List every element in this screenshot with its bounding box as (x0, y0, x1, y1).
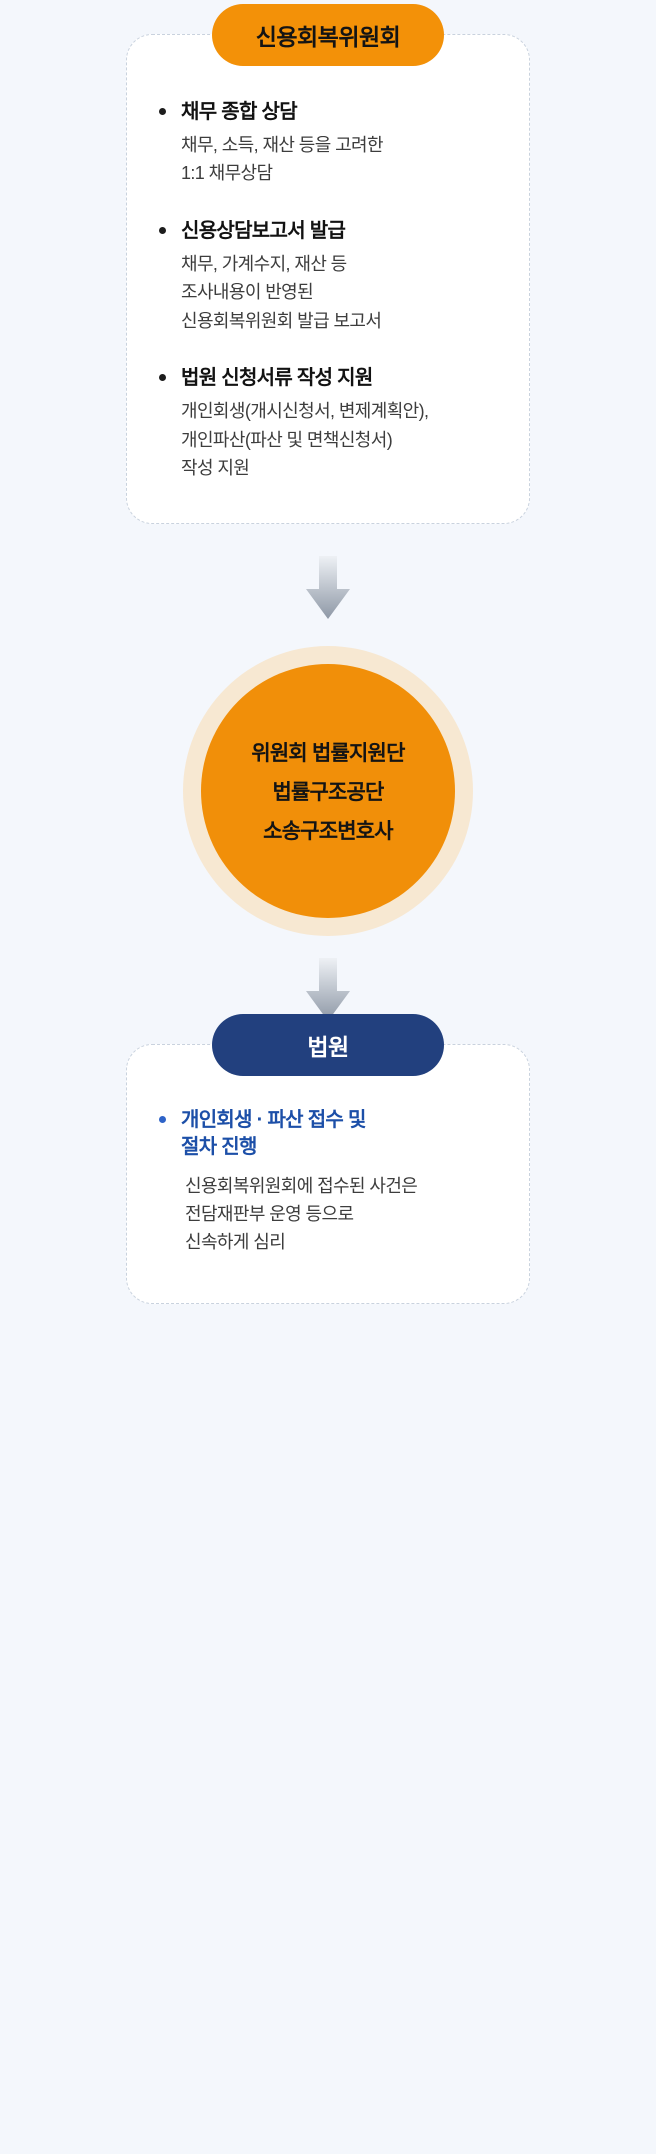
bullet-detail-line: 신용회복위원회 발급 보고서 (181, 310, 382, 331)
bullet-detail-line: 전담재판부 운영 등으로 (185, 1203, 354, 1224)
bullet-title: 채무 종합 상담 (181, 101, 298, 123)
step1-bullet-list: 채무 종합 상담 채무, 소득, 재산 등을 고려한 1:1 채무상담 신용상담… (127, 99, 529, 483)
bullet-dot-icon (159, 1115, 166, 1123)
bullet-detail-line: 조사내용이 반영된 (181, 282, 314, 303)
bullet-title-line: 개인회생 · 파산 접수 및 (181, 1108, 366, 1131)
circle-line: 법률구조공단 (272, 780, 384, 804)
step1-card: 신용회복위원회 채무 종합 상담 채무, 소득, 재산 등을 고려한 1:1 채… (126, 4, 530, 524)
bullet-detail-line: 1:1 채무상담 (181, 163, 273, 184)
bullet-detail-line: 채무, 가계수지, 재산 등 (181, 253, 347, 274)
bullet-detail-line: 개인파산(파산 및 면책신청서) (181, 429, 393, 450)
bullet-detail-line: 신속하게 심리 (185, 1232, 286, 1253)
bullet-detail: 채무, 가계수지, 재산 등 조사내용이 반영된 신용회복위원회 발급 보고서 (181, 250, 505, 335)
bullet-detail-line: 작성 지원 (181, 458, 250, 479)
step1-header-label: 신용회복위원회 (255, 24, 401, 50)
bullet-title-line: 절차 진행 (181, 1135, 257, 1158)
bullet-detail: 채무, 소득, 재산 등을 고려한 1:1 채무상담 (181, 131, 505, 188)
list-item: 법원 신청서류 작성 지원 개인회생(개시신청서, 변제계획안), 개인파산(파… (157, 365, 505, 482)
step3-bullet-list: 개인회생 · 파산 접수 및 절차 진행 신용회복위원회에 접수된 사건은 전담… (127, 1107, 529, 1257)
step1-header-pill: 신용회복위원회 (212, 4, 444, 66)
down-arrow-icon (306, 555, 350, 619)
bullet-dot-icon (159, 374, 166, 382)
circle-line: 소송구조변호사 (263, 819, 393, 843)
connector-arrow-1 (0, 555, 656, 620)
bullet-title: 법원 신청서류 작성 지원 (181, 367, 373, 390)
bullet-detail: 신용회복위원회에 접수된 사건은 전담재판부 운영 등으로 신속하게 심리 (181, 1172, 507, 1257)
bullet-detail-line: 개인회생(개시신청서, 변제계획안), (181, 401, 429, 422)
connector-arrow-2 (0, 957, 656, 1022)
step3-header-pill: 법원 (212, 1013, 444, 1076)
list-item: 개인회생 · 파산 접수 및 절차 진행 신용회복위원회에 접수된 사건은 전담… (157, 1107, 507, 1257)
bullet-title: 개인회생 · 파산 접수 및 절차 진행 (181, 1107, 507, 1161)
step3-card: 법원 개인회생 · 파산 접수 및 절차 진행 신용회복위원회에 접수된 사건은… (126, 1013, 530, 1304)
step2-circle: 위원회 법률지원단 법률구조공단 소송구조변호사 (201, 663, 455, 918)
bullet-detail-line: 신용회복위원회에 접수된 사건은 (185, 1175, 418, 1196)
down-arrow-icon (306, 957, 350, 1021)
step2-circle-ring: 위원회 법률지원단 법률구조공단 소송구조변호사 (183, 645, 473, 936)
step3-header-label: 법원 (307, 1033, 349, 1060)
bullet-detail: 개인회생(개시신청서, 변제계획안), 개인파산(파산 및 면책신청서) 작성 … (181, 397, 505, 482)
circle-line: 위원회 법률지원단 (251, 741, 405, 765)
bullet-title: 신용상담보고서 발급 (181, 219, 346, 242)
list-item: 신용상담보고서 발급 채무, 가계수지, 재산 등 조사내용이 반영된 신용회복… (157, 218, 505, 335)
bullet-detail-line: 채무, 소득, 재산 등을 고려한 (181, 135, 384, 155)
bullet-dot-icon (159, 226, 166, 234)
list-item: 채무 종합 상담 채무, 소득, 재산 등을 고려한 1:1 채무상담 (157, 99, 505, 188)
bullet-dot-icon (159, 108, 166, 115)
